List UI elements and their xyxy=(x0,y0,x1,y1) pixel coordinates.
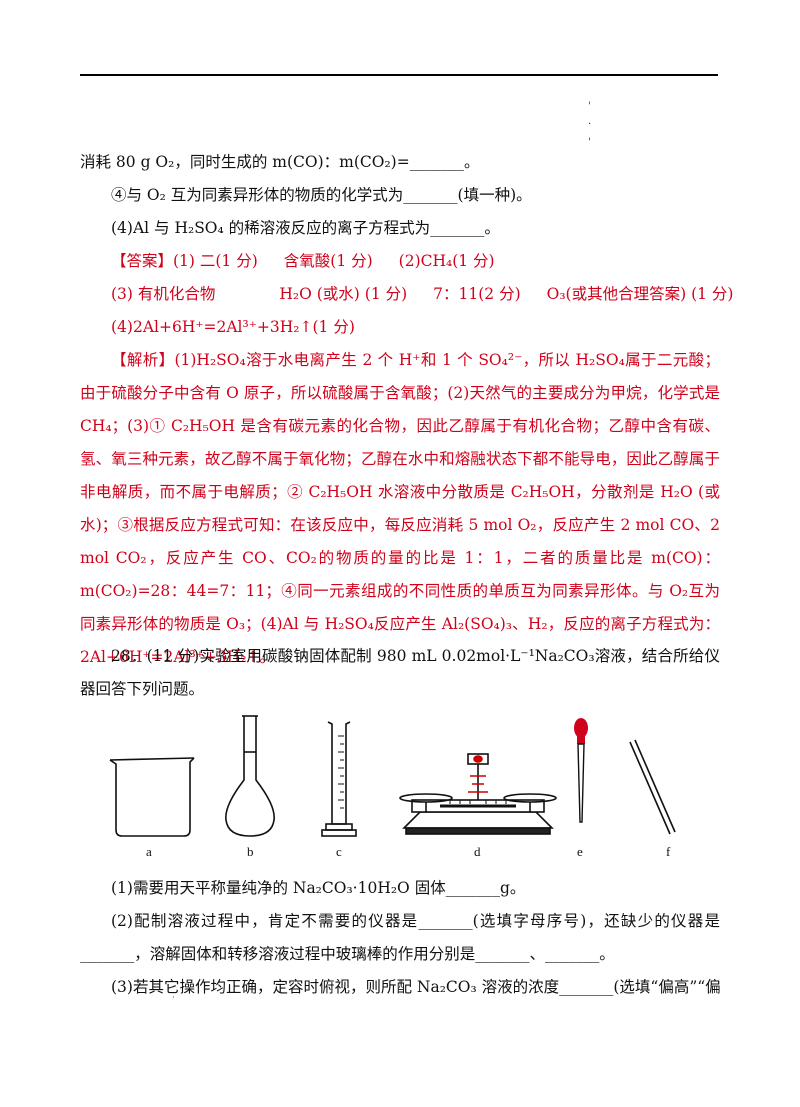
margin-dots: ' · ' xyxy=(588,101,592,148)
question-28-parts: (1)需要用天平称量纯净的 Na₂CO₃·10H₂O 固体_______g。 (… xyxy=(80,872,721,1004)
volumetric-flask-icon xyxy=(225,715,275,837)
apparatus-figure: a b c d e f xyxy=(109,715,676,859)
label-c: c xyxy=(336,844,342,859)
answer-line-3: (4)2Al+6H⁺=2Al³⁺+3H₂↑(1 分) xyxy=(111,318,355,336)
line-1: 消耗 80 g O₂，同时生成的 m(CO)：m(CO₂)=_______。 xyxy=(80,153,480,171)
label-a: a xyxy=(146,844,152,859)
part-3: (3)若其它操作均正确，定容时俯视，则所配 Na₂CO₃ 溶液的浓度______… xyxy=(111,978,721,996)
question-28: 28．(11 分)实验室用碳酸钠固体配制 980 mL 0.02mol·L⁻¹N… xyxy=(80,640,720,706)
header-rule xyxy=(80,74,718,76)
question-continuation: 消耗 80 g O₂，同时生成的 m(CO)：m(CO₂)=_______。 ④… xyxy=(80,146,734,674)
answer-line-1: 【答案】(1) 二(1 分)含氧酸(1 分)(2)CH₄(1 分) xyxy=(111,252,495,270)
balance-icon xyxy=(399,753,557,835)
analysis-paragraph: 【解析】(1)H₂SO₄溶于水电离产生 2 个 H⁺和 1 个 SO₄²⁻，所以… xyxy=(80,351,720,666)
beaker-icon xyxy=(109,757,195,837)
stray-mark: , xyxy=(172,990,175,1000)
label-f: f xyxy=(666,844,671,859)
line-2: ④与 O₂ 互为同素异形体的物质的化学式为_______(填一种)。 xyxy=(111,186,532,204)
dropper-icon xyxy=(574,718,588,823)
label-d: d xyxy=(474,844,481,859)
part-2: (2)配制溶液过程中，肯定不需要的仪器是_______(选填字母序号)，还缺少的… xyxy=(80,912,720,963)
question-28-stem: 28．(11 分)实验室用碳酸钠固体配制 980 mL 0.02mol·L⁻¹N… xyxy=(80,647,720,698)
part-1: (1)需要用天平称量纯净的 Na₂CO₃·10H₂O 固体_______g。 xyxy=(111,879,526,897)
line-3: (4)Al 与 H₂SO₄ 的稀溶液反应的离子方程式为_______。 xyxy=(111,219,500,237)
label-b: b xyxy=(247,844,254,859)
label-e: e xyxy=(577,844,583,859)
glass-rod-icon xyxy=(629,739,676,835)
graduated-cylinder-icon xyxy=(321,721,357,837)
